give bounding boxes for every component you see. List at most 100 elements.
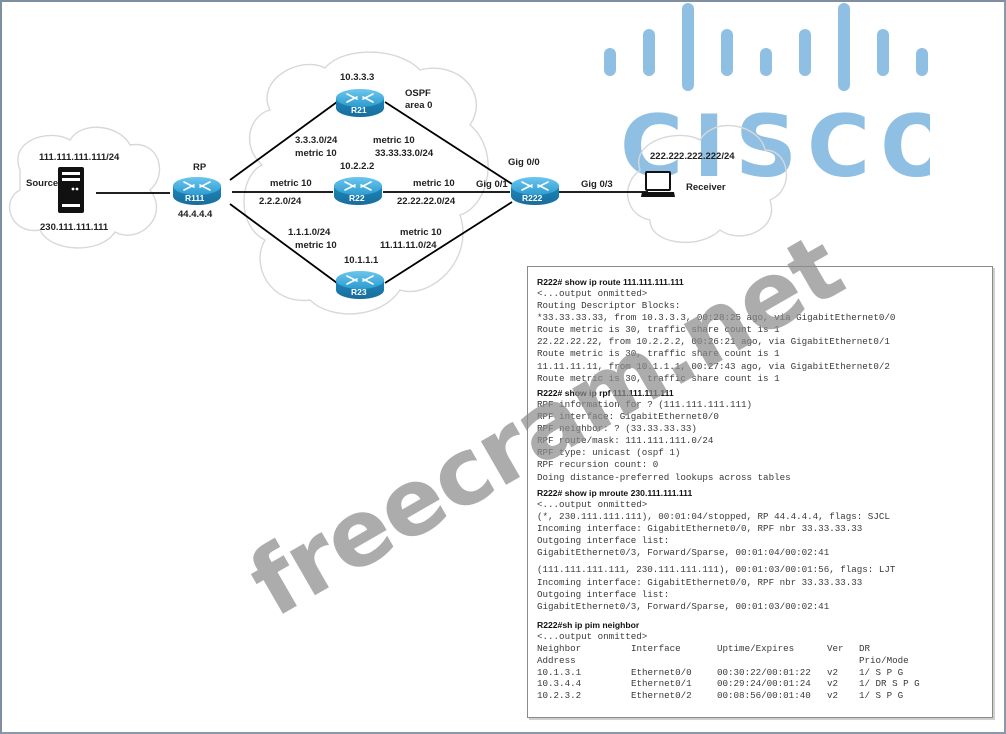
receiver-ip: 222.222.222.222/24: [650, 151, 735, 162]
link-r22-r222-metric: metric 10: [413, 178, 455, 189]
header-cell: [631, 655, 717, 667]
cisco-bar: [799, 29, 811, 76]
table-cell: v2: [827, 690, 839, 702]
table-cell: Ethernet0/0: [631, 666, 692, 678]
show-pim-neighbor-command: R222#sh ip pim neighbor: [537, 620, 640, 630]
cli-line: Incoming interface: GigabitEthernet0/0, …: [537, 576, 863, 588]
link-r23-r222: [384, 201, 513, 284]
show-ip-pim-neighbor-section: R222#sh ip pim neighbor <...output onmit…: [537, 619, 959, 702]
ospf-label: OSPF: [405, 88, 431, 99]
table-row: 10.2.3.2 Ethernet0/2 00:08:56/00:01:40 v…: [537, 690, 959, 702]
header-cell: Uptime/Expires: [717, 643, 795, 655]
header-cell: Ver: [827, 643, 844, 655]
link-r22-r222-subnet: 22.22.22.0/24: [397, 196, 456, 207]
link-r111-r22-subnet: 2.2.2.0/24: [259, 196, 302, 207]
table-cell: Ethernet0/2: [631, 690, 692, 702]
table-cell: v2: [827, 666, 839, 678]
show-ip-route-section: R222# show ip route 111.111.111.111 <...…: [537, 276, 895, 385]
gig03-label: Gig 0/3: [581, 179, 613, 190]
show-ip-route-command: R222# show ip route 111.111.111.111: [537, 277, 684, 287]
pim-neighbor-table: Neighbor Interface Uptime/Expires Ver DR…: [537, 643, 959, 702]
cisco-bar: [916, 48, 928, 76]
gig00-label: Gig 0/0: [508, 157, 540, 168]
cisco-bar: [721, 29, 733, 76]
table-cell: 10.1.3.1: [537, 666, 582, 678]
cli-line: RPF neighbor: ? (33.33.33.33): [537, 423, 697, 435]
source-group: 230.111.111.111: [40, 222, 109, 233]
link-r111-r21-metric: metric 10: [295, 148, 337, 159]
header-cell: Neighbor: [537, 643, 582, 655]
router-name-r222: R222: [522, 193, 543, 203]
table-header-row: Neighbor Interface Uptime/Expires Ver DR: [537, 643, 959, 655]
header-cell: Prio/Mode: [859, 654, 909, 666]
cisco-wordmark: CISCO: [620, 97, 930, 190]
source-ip: 111.111.111.111/24: [39, 152, 120, 163]
cli-line: Routing Descriptor Blocks:: [537, 300, 681, 312]
cli-line: 22.22.22.22, from 10.2.2.2, 00:26:21 ago…: [537, 336, 890, 348]
table-cell: 00:08:56/00:01:40: [717, 690, 811, 702]
cli-line: *33.33.33.33, from 10.3.3.3, 00:28:25 ag…: [537, 312, 896, 324]
cli-line: GigabitEthernet0/3, Forward/Sparse, 00:0…: [537, 547, 830, 559]
cisco-bar: [604, 48, 616, 76]
ospf-cloud: [243, 51, 489, 315]
show-ip-mroute-command: R222# show ip mroute 230.111.111.111: [537, 488, 693, 498]
laptop-icon: [641, 171, 675, 197]
source-label: Source: [26, 178, 59, 189]
cisco-bar: [838, 3, 850, 91]
cli-line: Outgoing interface list:: [537, 535, 670, 547]
cli-line: <...output onmitted>: [537, 631, 648, 642]
receiver-cloud: [627, 124, 787, 243]
router-name-r23: R23: [351, 287, 367, 297]
header-cell: Interface: [631, 643, 681, 655]
link-r21-r222-subnet: 33.33.33.0/24: [375, 148, 434, 159]
link-r111-r23-metric: metric 10: [295, 240, 337, 251]
table-cell: 10.2.3.2: [537, 690, 582, 702]
table-cell: 1/ S P G: [859, 690, 904, 702]
cli-line: Route metric is 30, traffic share count …: [537, 348, 780, 360]
cli-line: 11.11.11.11, from 10.1.1.1, 00:27:43 ago…: [537, 360, 890, 372]
receiver-label: Receiver: [686, 182, 726, 193]
cisco-bar: [877, 29, 889, 76]
cisco-bar: [682, 3, 694, 91]
server-icon: [58, 167, 84, 213]
table-cell: 10.3.4.4: [537, 678, 582, 690]
header-cell: DR: [859, 643, 871, 655]
table-cell: v2: [827, 678, 839, 690]
link-r23-r222-subnet: 11.11.11.0/24: [380, 240, 437, 251]
links: [96, 101, 648, 284]
cli-output-panel: R222# show ip route 111.111.111.111 <...…: [527, 266, 993, 718]
cli-line: RPF recursion count: 0: [537, 459, 659, 471]
header-cell: [827, 655, 859, 667]
show-ip-mroute-section: R222# show ip mroute 230.111.111.111 <..…: [537, 487, 895, 613]
link-r21-r222-metric: metric 10: [373, 135, 415, 146]
table-cell: 1/ S P G: [859, 666, 904, 678]
r22-ip: 10.2.2.2: [340, 161, 375, 172]
gig01-label: Gig 0/1: [476, 179, 508, 190]
link-r111-r22-metric: metric 10: [270, 178, 312, 189]
cli-line: RPF information for ? (111.111.111.111): [537, 399, 753, 410]
cli-line: Outgoing interface list:: [537, 588, 670, 600]
cli-line: RPF interface: GigabitEthernet0/0: [537, 411, 719, 423]
cli-line: <...output onmitted>: [537, 288, 648, 299]
table-cell: 00:29:24/00:01:24: [717, 678, 811, 690]
cli-line: RPF route/mask: 111.111.111.0/24: [537, 435, 714, 447]
rp-label: RP: [193, 162, 207, 173]
ospf-area-label: area 0: [405, 100, 433, 111]
link-r21-r222: [384, 101, 513, 185]
cli-line: (111.111.111.111, 230.111.111.111), 00:0…: [537, 564, 896, 576]
link-r23-r222-metric: metric 10: [400, 227, 442, 238]
table-row: 10.1.3.1 Ethernet0/0 00:30:22/00:01:22 v…: [537, 667, 959, 679]
router-name-r111: R111: [185, 193, 205, 203]
table-row: 10.3.4.4 Ethernet0/1 00:29:24/00:01:24 v…: [537, 678, 959, 690]
link-r111-r23-subnet: 1.1.1.0/24: [288, 227, 331, 238]
show-ip-rpf-command: R222# show ip rpf 111.111.111.111: [537, 388, 674, 398]
cli-line: RPF type: unicast (ospf 1): [537, 447, 681, 459]
cli-line: (*, 230.111.111.111), 00:01:04/stopped, …: [537, 511, 890, 523]
cli-line: Incoming interface: GigabitEthernet0/0, …: [537, 523, 863, 535]
header-cell: Address: [537, 654, 576, 666]
table-cell: Ethernet0/1: [631, 678, 692, 690]
show-ip-rpf-section: R222# show ip rpf 111.111.111.111 RPF in…: [537, 387, 791, 484]
table-cell: 1/ DR S P G: [859, 678, 920, 690]
cli-line: Route metric is 30, traffic share count …: [537, 324, 780, 336]
